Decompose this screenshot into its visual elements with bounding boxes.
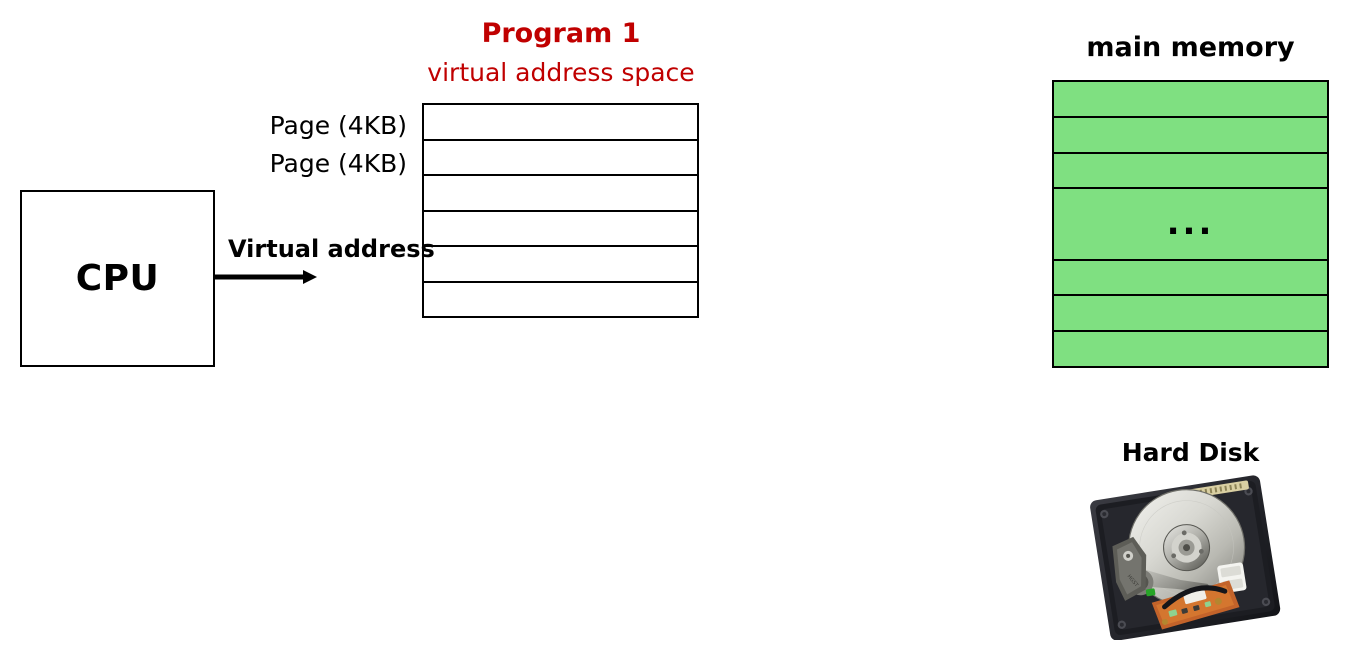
main-memory-row (1054, 117, 1327, 154)
main-memory-row (1054, 260, 1327, 297)
page-label-1: Page (4KB) (269, 149, 407, 178)
virtual-address-space-row (424, 211, 697, 247)
hard-disk-title: Hard Disk (1121, 438, 1260, 467)
virtual-address-space-table (422, 103, 699, 318)
virtual-address-space-row (424, 140, 697, 176)
virtual-address-space-row (424, 105, 697, 141)
virtual-address-label: Virtual address (228, 235, 435, 263)
page-label-0: Page (4KB) (269, 111, 407, 140)
program-title: Program 1 (481, 18, 641, 49)
main-memory-ellipsis: ... (1166, 203, 1215, 244)
hard-disk-image: HGST (1090, 475, 1281, 640)
cpu-box: CPU (20, 190, 215, 367)
virtual-address-space-row (424, 282, 697, 316)
virtual-address-space-row (424, 247, 697, 283)
virtual-address-space-row (424, 176, 697, 212)
main-memory-block: ... (1052, 80, 1329, 368)
cpu-label: CPU (75, 258, 160, 299)
main-memory-row (1054, 296, 1327, 333)
main-memory-row-ellipsis: ... (1054, 189, 1327, 261)
main-memory-row (1054, 153, 1327, 190)
main-memory-title: main memory (1086, 32, 1295, 63)
program-subtitle: virtual address space (427, 58, 695, 87)
main-memory-row (1054, 82, 1327, 118)
main-memory-row (1054, 332, 1327, 366)
virtual-address-arrow-icon (214, 270, 317, 284)
